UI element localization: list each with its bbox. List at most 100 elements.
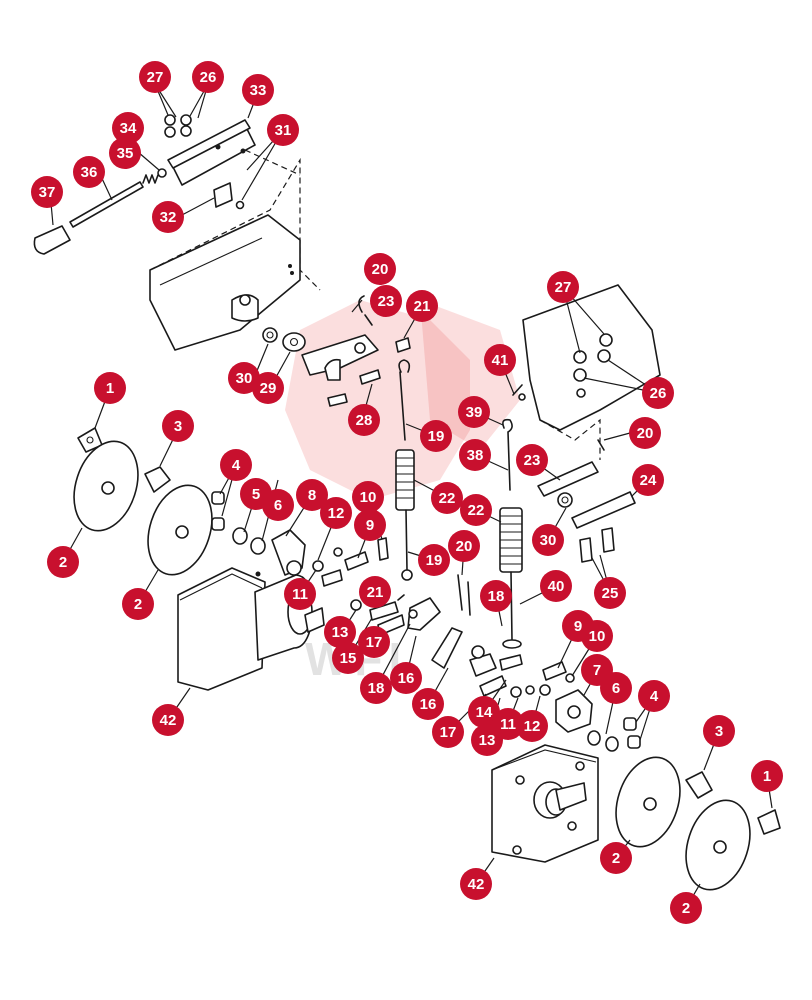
callout-badge: 27: [547, 271, 579, 303]
callout-number: 6: [612, 680, 620, 697]
callout-badge-circle: [324, 616, 356, 648]
callout-number: 29: [260, 380, 277, 397]
callout-number: 7: [593, 662, 601, 679]
callout-number: 35: [117, 145, 134, 162]
callout-number: 41: [492, 352, 509, 369]
callout-number: 21: [414, 298, 431, 315]
callout-number: 24: [640, 472, 657, 489]
callout-badge: 33: [242, 74, 274, 106]
callout-badge: 20: [629, 417, 661, 449]
callout-badge-circle: [516, 444, 548, 476]
callout-badge: 41: [484, 344, 516, 376]
callout-badge-circle: [516, 710, 548, 742]
callout-badge-circle: [192, 61, 224, 93]
callout-badge-circle: [459, 439, 491, 471]
callout-badge-circle: [460, 494, 492, 526]
callout-badge-circle: [358, 626, 390, 658]
callout-badge-circle: [670, 892, 702, 924]
callout-number: 20: [456, 538, 473, 555]
callout-badge: 14: [468, 696, 500, 728]
callout-badge: 2: [47, 546, 79, 578]
callout-badge: 4: [220, 449, 252, 481]
callout-number: 16: [398, 670, 415, 687]
callout-badge-circle: [348, 404, 380, 436]
callout-badge-circle: [47, 546, 79, 578]
callout-badge-circle: [484, 344, 516, 376]
callout-number: 18: [488, 588, 505, 605]
callout-badge: 42: [460, 868, 492, 900]
callout-badge-circle: [109, 137, 141, 169]
callout-badge: 10: [352, 481, 384, 513]
callout-number: 11: [500, 716, 516, 733]
callout-number: 30: [540, 532, 557, 549]
callout-badge-circle: [228, 362, 260, 394]
callout-badge-circle: [532, 524, 564, 556]
callout-number: 23: [524, 452, 541, 469]
callout-badge: 17: [358, 626, 390, 658]
callout-badge-circle: [284, 578, 316, 610]
callout-badge: 23: [516, 444, 548, 476]
callout-badge-circle: [162, 410, 194, 442]
callout-badge: 27: [139, 61, 171, 93]
callout-badge: 30: [228, 362, 260, 394]
callout-badge: 1: [751, 760, 783, 792]
callout-badge-circle: [600, 672, 632, 704]
callout-number: 37: [39, 184, 56, 201]
callout-badge-circle: [320, 497, 352, 529]
callout-badge-circle: [632, 464, 664, 496]
callout-number: 34: [120, 120, 137, 137]
callout-badge: 20: [448, 530, 480, 562]
callout-badge-circle: [480, 580, 512, 612]
callout-number: 27: [147, 69, 164, 86]
callout-number: 36: [81, 164, 98, 181]
left-motor-assembly: [73, 427, 441, 691]
callout-badge-circle: [296, 479, 328, 511]
callout-number: 28: [356, 412, 373, 429]
callout-badge-circle: [262, 489, 294, 521]
callout-number: 9: [366, 517, 374, 534]
callout-badge: 11: [284, 578, 316, 610]
callout-badge-circle: [412, 688, 444, 720]
callout-number: 3: [715, 723, 723, 740]
callout-number: 10: [360, 489, 377, 506]
callout-badge: 6: [600, 672, 632, 704]
callout-number: 19: [426, 552, 443, 569]
callout-number: 2: [59, 554, 67, 571]
callout-number: 13: [479, 732, 496, 749]
callout-number: 22: [439, 490, 456, 507]
callout-badge-circle: [406, 290, 438, 322]
callout-badge: 21: [359, 576, 391, 608]
callout-number: 12: [524, 718, 541, 735]
callout-number: 6: [274, 497, 282, 514]
callout-badge-circle: [703, 715, 735, 747]
callout-badge: 16: [390, 662, 422, 694]
callout-badge-circle: [332, 642, 364, 674]
callout-badge-circle: [31, 176, 63, 208]
callout-badge: 18: [480, 580, 512, 612]
callout-number: 5: [252, 486, 260, 503]
callout-badge: 30: [532, 524, 564, 556]
callout-number: 17: [366, 634, 383, 651]
callout-number: 30: [236, 370, 253, 387]
callout-badge-circle: [468, 696, 500, 728]
callout-badge-circle: [354, 509, 386, 541]
upper-left-bracket-assembly: [33, 114, 411, 407]
callout-badge: 12: [320, 497, 352, 529]
callout-badge: 12: [516, 710, 548, 742]
callout-number: 38: [467, 447, 484, 464]
callout-badge-circle: [547, 271, 579, 303]
center-spring-assembly: [395, 359, 523, 649]
callout-badge: 2: [600, 842, 632, 874]
callout-number: 42: [160, 712, 177, 729]
callout-badge-circle: [139, 61, 171, 93]
callout-badge: 24: [632, 464, 664, 496]
callout-number: 31: [275, 122, 292, 139]
callout-number: 14: [476, 704, 493, 721]
callout-badge-circle: [364, 253, 396, 285]
callout-badge-circle: [431, 482, 463, 514]
callout-number: 42: [468, 876, 485, 893]
callout-badge-circle: [540, 570, 572, 602]
callout-badge: 40: [540, 570, 572, 602]
callout-badge: 32: [152, 201, 184, 233]
callout-badge-circle: [252, 372, 284, 404]
